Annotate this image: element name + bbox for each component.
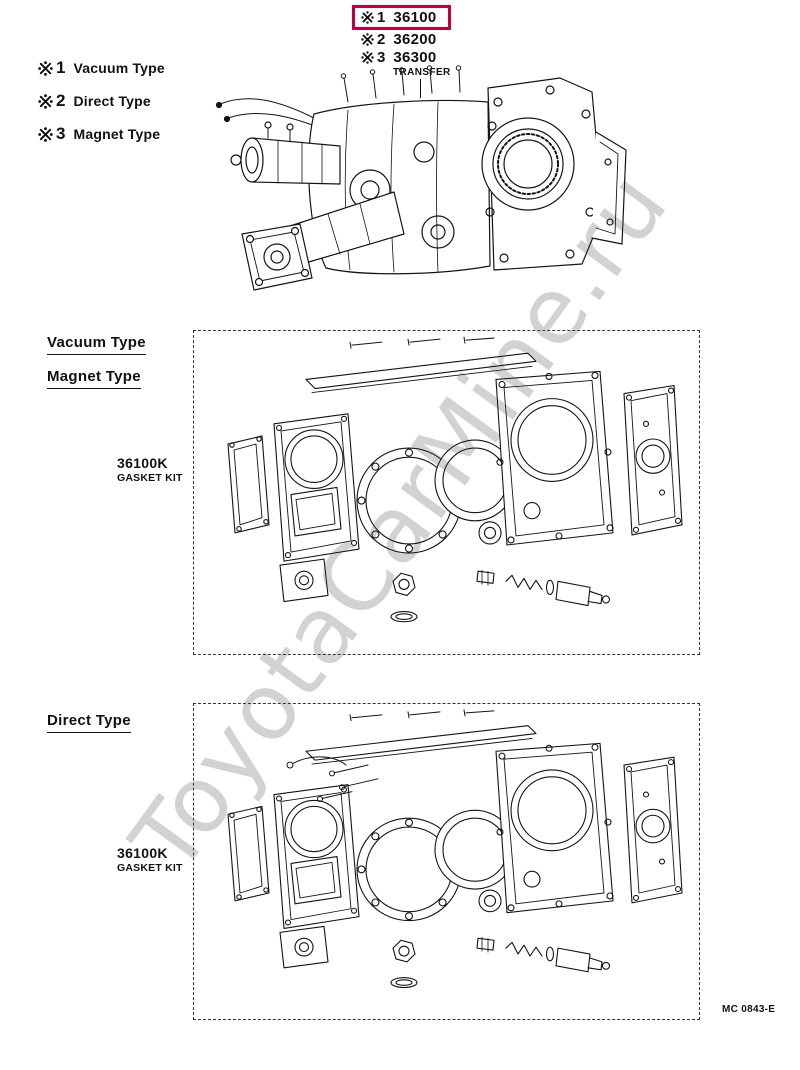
part-code-label: GASKET KIT: [117, 472, 183, 484]
part-code-block: 36100K GASKET KIT: [117, 455, 183, 484]
part-code-label: GASKET KIT: [117, 862, 183, 874]
section-title-vacuum-type: Vacuum Type: [47, 334, 146, 355]
leader-line: [420, 79, 421, 98]
part-number: 36300: [393, 49, 437, 66]
part-number: 36100: [393, 9, 437, 26]
doc-code: MC 0843-E: [722, 1004, 776, 1015]
reference-number: 2: [377, 31, 386, 48]
legend-label: Direct Type: [73, 93, 151, 109]
reference-mark-icon: [361, 11, 374, 24]
reference-mark-icon: [38, 126, 53, 142]
gasket-kit-drawing: [227, 336, 683, 623]
reference-number: 1: [377, 9, 386, 26]
part-code: 36100K: [117, 455, 168, 471]
part-code: 36100K: [117, 845, 168, 861]
reference-mark-icon: [361, 33, 374, 46]
legend-item-vacuum: 1 Vacuum Type: [38, 58, 165, 78]
reference-mark-icon: [38, 60, 53, 76]
gasket-kit-drawing: [227, 709, 683, 989]
part-code-block: 36100K GASKET KIT: [117, 845, 183, 874]
section-title-magnet-type: Magnet Type: [47, 368, 141, 389]
type-legend: 1 Vacuum Type 2 Direct Type 3 Magnet Typ…: [38, 58, 165, 157]
part-number: 36200: [393, 31, 437, 48]
transfer-assembly-drawing: [215, 65, 627, 291]
part-number-row[interactable]: 3 36300: [361, 49, 451, 66]
legend-item-magnet: 3 Magnet Type: [38, 124, 165, 144]
reference-number: 3: [377, 49, 386, 66]
reference-mark-icon: [38, 93, 53, 109]
transfer-label: TRANSFER: [393, 67, 451, 78]
part-number-row[interactable]: 2 36200: [361, 31, 451, 48]
legend-number: 3: [56, 124, 66, 143]
legend-label: Magnet Type: [73, 126, 161, 142]
legend-item-direct: 2 Direct Type: [38, 91, 165, 111]
legend-number: 1: [56, 58, 66, 77]
legend-number: 2: [56, 91, 66, 110]
part-number-row-highlighted[interactable]: 1 36100: [352, 5, 451, 30]
legend-label: Vacuum Type: [73, 60, 165, 76]
section-title-direct-type: Direct Type: [47, 712, 131, 733]
reference-mark-icon: [361, 51, 374, 64]
part-number-list: 1 36100 2 36200 3 36300 TRANSFER: [352, 5, 451, 78]
gasket-kit-box-vacuum-magnet: [193, 330, 700, 655]
gasket-kit-box-direct: [193, 703, 700, 1020]
